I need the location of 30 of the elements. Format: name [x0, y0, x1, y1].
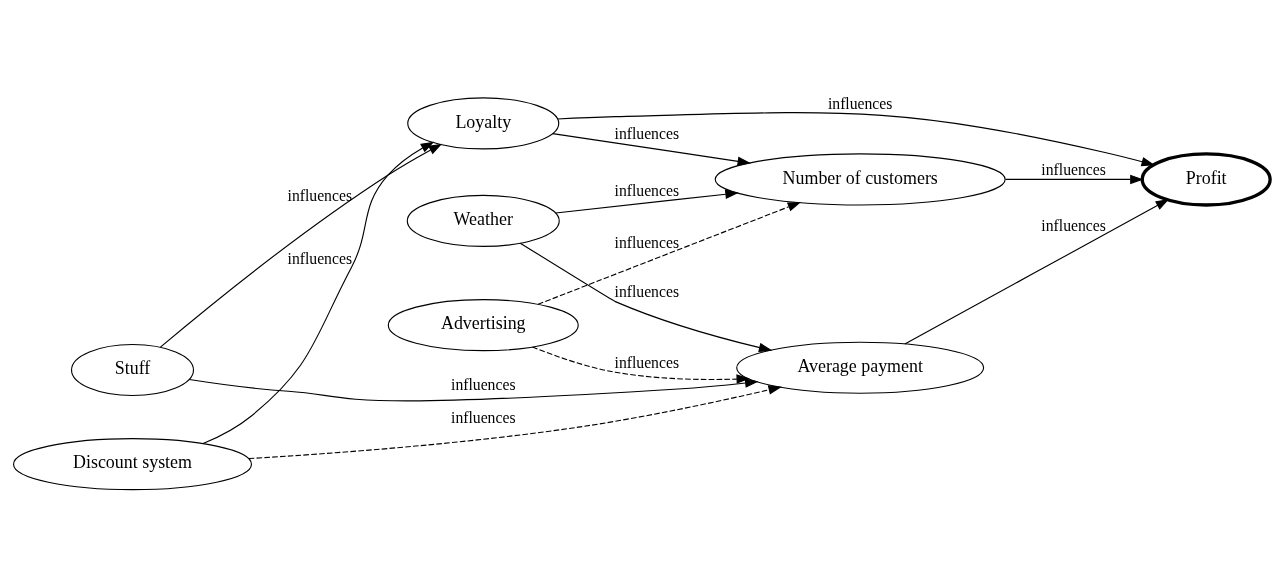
edge-label: influences — [1041, 216, 1106, 234]
arrow — [248, 384, 782, 459]
edge-label: influences — [614, 282, 679, 300]
node-ellipse: Discount system — [12, 437, 253, 490]
arrow — [202, 141, 435, 444]
node-ellipse: Advertising — [387, 298, 579, 351]
arrow — [555, 189, 739, 214]
arrow — [556, 111, 1155, 166]
arrow — [1005, 174, 1144, 184]
arrow — [519, 242, 773, 352]
edge-label: influences — [1041, 160, 1106, 178]
arrow — [159, 143, 443, 348]
edge-label: influences — [451, 375, 516, 393]
arrow — [552, 132, 751, 166]
node-ellipse: Stuff — [71, 343, 195, 396]
edge-label: influences — [614, 233, 679, 251]
edge-label: influences — [287, 186, 353, 204]
node-ellipse: Loyalty — [407, 96, 560, 149]
node-ellipse: Weather — [406, 194, 560, 247]
edge-label: influences — [827, 94, 893, 112]
edge-label: influences — [451, 408, 516, 426]
edge-label: influences — [614, 353, 679, 371]
arrow — [537, 201, 802, 305]
node-ellipse: Number of customers — [714, 152, 1006, 205]
arrow — [531, 345, 750, 384]
arrow — [188, 377, 759, 401]
edge-label: influences — [614, 124, 679, 142]
edge-label: influences — [614, 181, 679, 199]
arrow — [904, 198, 1170, 344]
edge-label: influences — [287, 249, 353, 267]
